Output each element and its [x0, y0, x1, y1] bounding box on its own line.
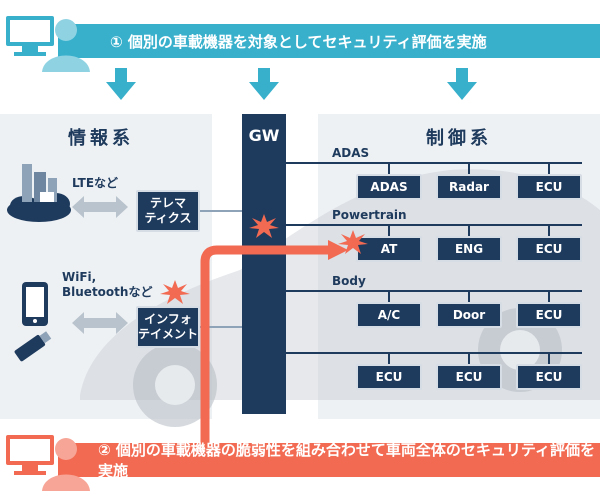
usb-stick-icon — [14, 331, 52, 362]
gateway-label: GW — [248, 126, 280, 145]
top-banner-text: ① 個別の車載機器を対象としてセキュリティ評価を実施 — [110, 32, 487, 51]
ecu-drop-line — [548, 224, 550, 236]
vulnerability-burst-icon-at — [338, 230, 368, 254]
down-arrow-icon-1 — [106, 68, 136, 100]
ecu-box: ECU — [516, 236, 582, 262]
ecu-box: ADAS — [356, 174, 422, 200]
down-arrow-icon-3 — [447, 68, 477, 100]
info-zone-title: 情報系 — [68, 128, 134, 149]
bus-line — [286, 162, 582, 164]
ecu-box: ECU — [356, 364, 422, 390]
telematics-gw-line — [200, 210, 242, 212]
bus-line — [286, 290, 582, 292]
lte-label: LTEなど — [72, 176, 119, 190]
ecu-drop-line — [548, 352, 550, 364]
down-arrow-icon-2 — [249, 68, 279, 100]
ecu-box: ECU — [516, 174, 582, 200]
smartphone-icon — [22, 282, 48, 326]
vulnerability-burst-icon-infotainment — [160, 280, 190, 304]
control-zone-title: 制御系 — [426, 128, 492, 149]
ecu-box: AT — [356, 236, 422, 262]
ecu-drop-line — [388, 290, 390, 302]
ecu-box: ECU — [516, 364, 582, 390]
ecu-box: Radar — [436, 174, 502, 200]
telematics-label: テレマ ティクス — [144, 196, 192, 225]
ecu-drop-line — [388, 224, 390, 236]
bus-label: Powertrain — [332, 208, 407, 222]
ecu-drop-line — [548, 162, 550, 174]
ecu-drop-line — [388, 352, 390, 364]
ecu-box: ENG — [436, 236, 502, 262]
telematics-box: テレマ ティクス — [136, 190, 200, 232]
ecu-box: ECU — [436, 364, 502, 390]
double-arrow-icon-1 — [72, 196, 128, 218]
ecu-drop-line — [468, 352, 470, 364]
ecu-drop-line — [468, 224, 470, 236]
top-banner: ① 個別の車載機器を対象としてセキュリティ評価を実施 — [58, 24, 600, 58]
gateway-column: GW — [242, 114, 286, 414]
wifi-bluetooth-label: WiFi, Bluetoothなど — [62, 270, 153, 299]
infotainment-gw-line — [200, 326, 242, 328]
city-cloud-icon — [7, 164, 71, 222]
ecu-drop-line — [468, 290, 470, 302]
bottom-banner-text: ② 個別の車載機器の脆弱性を組み合わせて車両全体のセキュリティ評価を実施 — [98, 441, 596, 480]
infotainment-box: インフォ テイメント — [136, 306, 200, 348]
infotainment-label: インフォ テイメント — [138, 312, 199, 341]
double-arrow-icon-2 — [72, 312, 128, 334]
ecu-drop-line — [548, 290, 550, 302]
ecu-box: Door — [436, 302, 502, 328]
bus-line — [286, 352, 582, 354]
user-computer-icon-bottom — [6, 435, 90, 491]
bus-label: Body — [332, 274, 366, 288]
vulnerability-burst-icon-gw — [249, 214, 279, 238]
ecu-box: A/C — [356, 302, 422, 328]
ecu-drop-line — [468, 162, 470, 174]
ecu-box: ECU — [516, 302, 582, 328]
bottom-banner: ② 個別の車載機器の脆弱性を組み合わせて車両全体のセキュリティ評価を実施 — [58, 441, 600, 480]
bus-line — [286, 224, 582, 226]
ecu-drop-line — [388, 162, 390, 174]
bus-label: ADAS — [332, 146, 370, 160]
user-computer-icon-top — [6, 16, 90, 72]
